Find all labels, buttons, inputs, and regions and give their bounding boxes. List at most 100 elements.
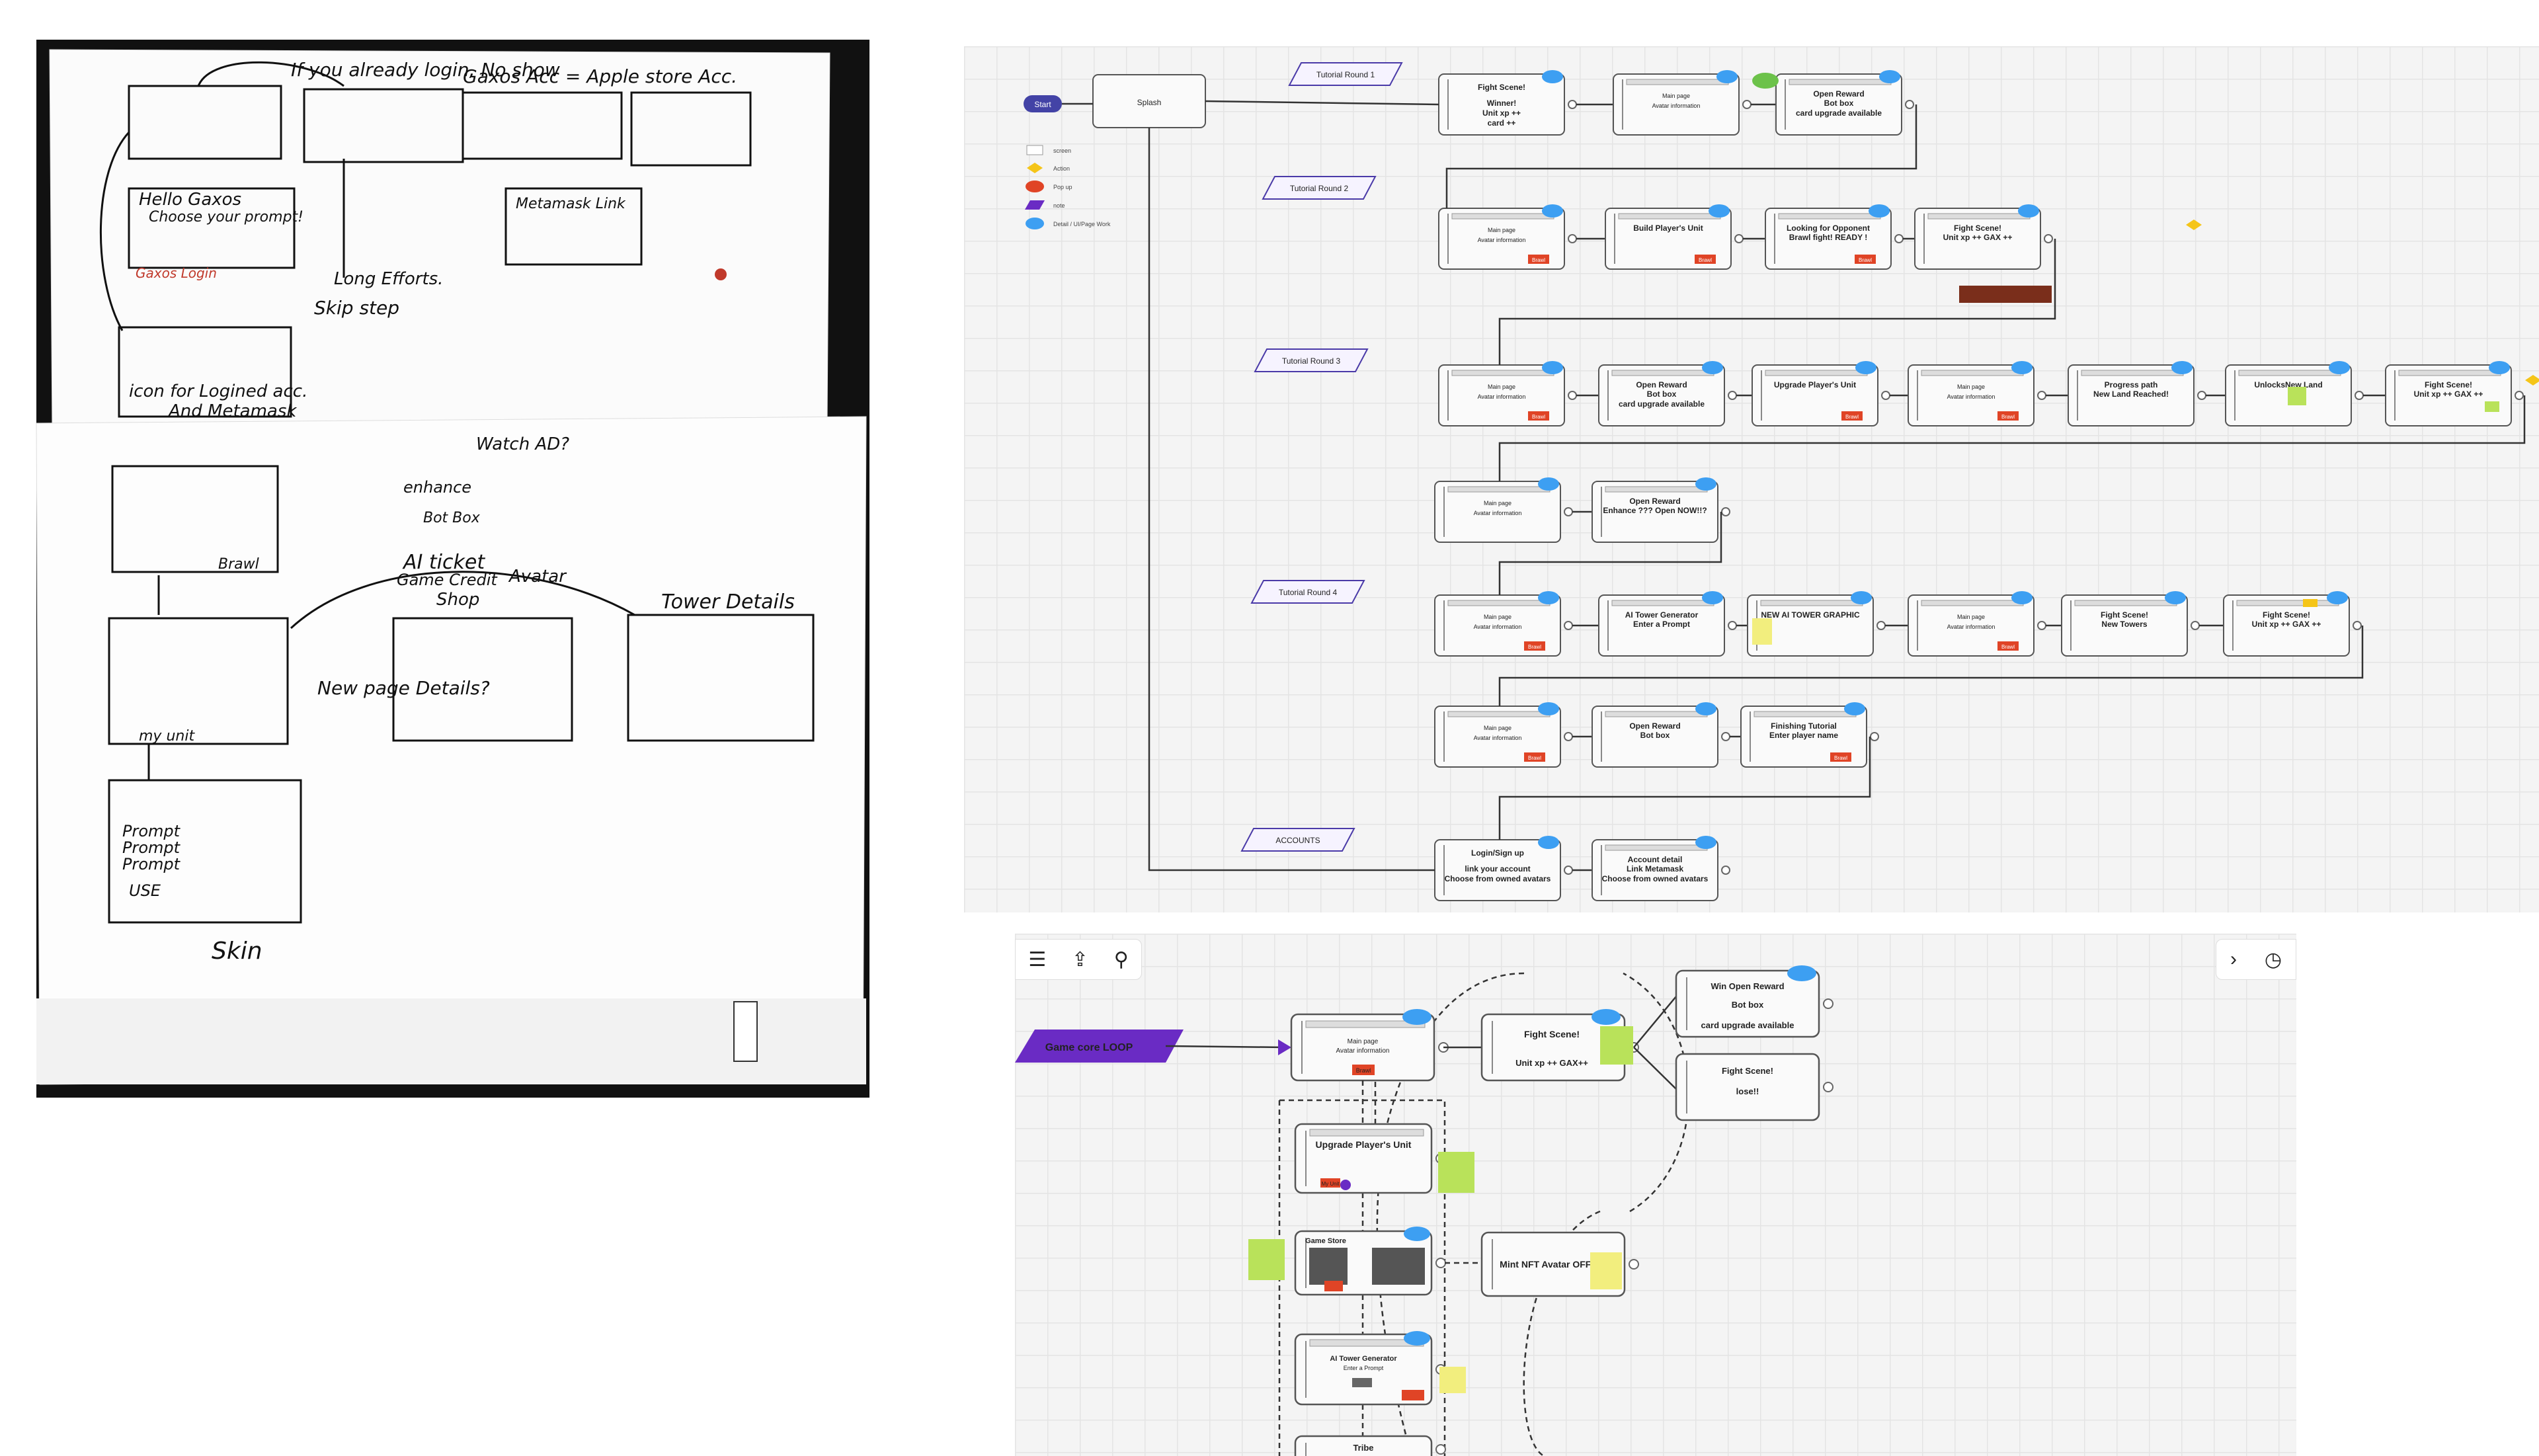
- tab-strip: [1765, 370, 1868, 376]
- screen-title: Open Reward: [1629, 721, 1680, 731]
- search-icon[interactable]: ⚲: [1113, 948, 1129, 971]
- loop-box-line: [1279, 1099, 1446, 1456]
- brawl-label: Brawl: [1528, 755, 1541, 761]
- status-badge: [1879, 70, 1900, 83]
- timer-icon[interactable]: ◷: [2264, 948, 2282, 971]
- brawl-button: [1997, 411, 2019, 421]
- sketch-note-long-efforts: Long Efforts.: [334, 269, 443, 289]
- legend-swatch: [1026, 181, 1044, 192]
- screen-title: Fight Scene!: [2425, 380, 2472, 389]
- round1-screen-1: Fight Scene!Winner!Unit xp ++card ++: [1438, 70, 1577, 136]
- screen-title: Looking for Opponent: [1787, 223, 1870, 233]
- tab-strip: [1611, 370, 1714, 376]
- sketch-note-game-credit: Game Credit: [397, 571, 498, 589]
- loop-tribe-title: Tribe: [1353, 1443, 1373, 1453]
- screen-text: Main page: [1488, 384, 1515, 390]
- splash-label: Splash: [1137, 98, 1162, 107]
- tab-strip: [1760, 600, 1863, 606]
- sketch-note-my-unit: my unit: [139, 728, 195, 745]
- tab-strip: [1447, 600, 1551, 606]
- sketch-frame-icon-acc: [118, 326, 292, 418]
- phone-frame: [1438, 208, 1565, 270]
- phone-frame: [1480, 1231, 1626, 1297]
- screen-title: Fight Scene!: [2263, 610, 2310, 620]
- sticky-note: [1248, 1239, 1285, 1280]
- brawl-label: Brawl: [1699, 257, 1712, 263]
- sketch-note-brawl: Brawl: [218, 556, 259, 573]
- sketch-note-metamask-link: Metamask Link: [516, 196, 626, 212]
- connector-port: [1568, 391, 1577, 400]
- status-badge: [1695, 477, 1716, 491]
- sketch-note-new-page: New page Details?: [317, 677, 490, 699]
- connector-port: [1721, 732, 1730, 741]
- status-badge: [1542, 204, 1563, 218]
- lane-1: Tutorial Round 1: [1288, 62, 1403, 86]
- tab-strip: [1611, 600, 1714, 606]
- screen-text: Unit xp ++ GAX ++: [1943, 233, 2013, 242]
- lane-2: Tutorial Round 2: [1262, 176, 1377, 200]
- phone-frame: [1752, 364, 1878, 426]
- tab-strip: [1451, 213, 1554, 220]
- loop-main-text: Avatar information: [1336, 1047, 1390, 1055]
- legend-swatch: [1027, 163, 1043, 173]
- tab-strip: [1921, 370, 2024, 376]
- screen-title: Fight Scene!: [1954, 223, 2001, 233]
- phone-frame: [1294, 1123, 1433, 1194]
- connector-port: [1435, 1258, 1446, 1268]
- sketch-note-prompt-2: Prompt: [122, 838, 181, 857]
- menu-icon[interactable]: ☰: [1028, 948, 1047, 971]
- status-badge: [1702, 361, 1723, 374]
- tab-strip: [1447, 486, 1551, 493]
- status-badge: [1695, 702, 1716, 715]
- screen-text: card ++: [1488, 118, 1516, 128]
- status-badge-green: [1752, 73, 1779, 89]
- loop-generator-text: Enter a Prompt: [1344, 1365, 1384, 1371]
- sketch-frame-tower-details: [627, 614, 815, 742]
- sketch-frame-hello: [128, 187, 296, 269]
- screen-text: Avatar information: [1478, 393, 1526, 400]
- generate-button: [1352, 1378, 1372, 1387]
- loop-nft-screen: [1480, 1231, 1639, 1297]
- sketch-note-icon-acc: icon for Logined acc.: [129, 382, 307, 401]
- lane-parallelogram: [1250, 580, 1365, 604]
- status-badge: [1695, 836, 1716, 849]
- gem-icon: [2186, 220, 2202, 230]
- connector-port: [1564, 866, 1573, 875]
- connector-port: [1734, 234, 1744, 243]
- sketch-frame-metamask-link: [504, 187, 643, 266]
- chevron-right-icon[interactable]: ›: [2230, 948, 2237, 970]
- store-item: [1372, 1248, 1425, 1285]
- loop-win-screen: [1675, 969, 1834, 1038]
- screen-text: Main page: [1484, 725, 1511, 731]
- gem-icon: [2525, 375, 2539, 385]
- lane-parallelogram: [1262, 176, 1377, 200]
- loop-generator-title: AI Tower Generator: [1330, 1355, 1397, 1363]
- screen-text: Enter a Prompt: [1633, 620, 1690, 629]
- legend-label: screen: [1053, 147, 1071, 154]
- status-badge: [2329, 361, 2350, 374]
- phone-frame: [1434, 481, 1561, 543]
- loop-generator-screen: [1294, 1333, 1446, 1406]
- lane-parallelogram: [1288, 62, 1403, 86]
- create-button: [1402, 1390, 1424, 1400]
- screen-title: Upgrade Player's Unit: [1774, 380, 1856, 389]
- status-badge: [1787, 965, 1816, 981]
- phone-frame: [1598, 594, 1725, 657]
- share-icon[interactable]: ⇪: [1071, 948, 1089, 971]
- lane-label: ACCOUNTS: [1275, 836, 1320, 845]
- round4-screen-5: Fight Scene!New Towers: [2061, 591, 2200, 657]
- sketch-note-enhance: enhance: [403, 478, 471, 497]
- lane-label: Tutorial Round 1: [1316, 70, 1375, 79]
- sketch-note-bot-box: Bot Box: [423, 510, 481, 526]
- fight-to-lose: [1633, 1047, 1677, 1090]
- status-badge: [2011, 591, 2033, 604]
- wrap-3: [1498, 395, 2526, 481]
- phone-frame: [1775, 73, 1902, 136]
